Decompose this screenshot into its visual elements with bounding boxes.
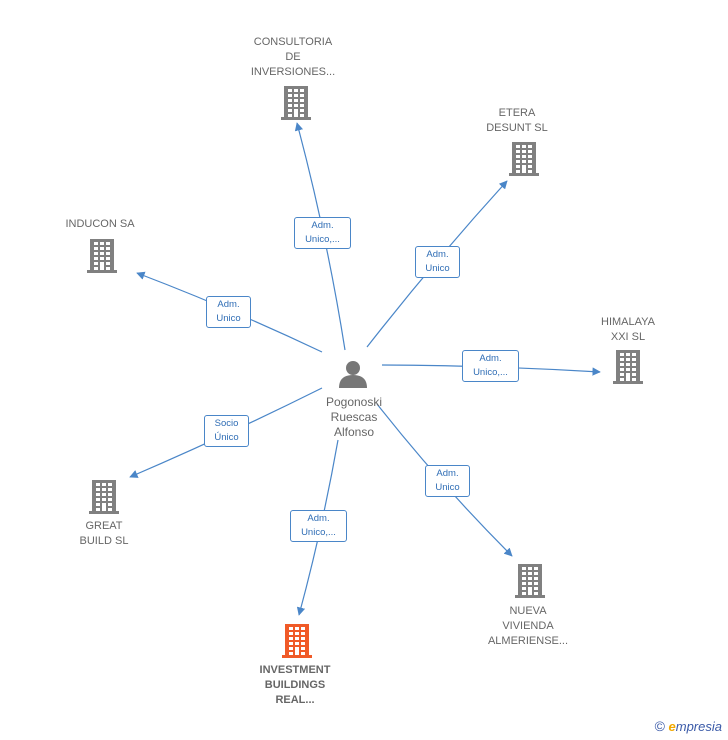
company-name-himalaya[interactable]: HIMALAYA XXI SL bbox=[601, 316, 655, 343]
relation-label-great[interactable]: Socio Único bbox=[204, 415, 249, 447]
relation-label-himalaya[interactable]: Adm. Unico,... bbox=[462, 350, 519, 382]
relation-label-etera[interactable]: Adm. Unico bbox=[415, 246, 460, 278]
person-name[interactable]: Pogonoski Ruescas Alfonso bbox=[325, 395, 383, 439]
company-name-inducon[interactable]: INDUCON SA bbox=[65, 218, 135, 230]
company-name-investment[interactable]: INVESTMENT BUILDINGS REAL... bbox=[259, 664, 331, 706]
relation-label-consultoria[interactable]: Adm. Unico,... bbox=[294, 217, 351, 249]
company-name-consultoria[interactable]: CONSULTORIA DE INVERSIONES... bbox=[250, 36, 336, 78]
building-icon[interactable] bbox=[89, 480, 119, 514]
building-icon[interactable] bbox=[281, 86, 311, 120]
person-icon[interactable] bbox=[339, 361, 367, 388]
building-icon[interactable] bbox=[509, 142, 539, 176]
company-name-etera[interactable]: ETERA DESUNT SL bbox=[486, 107, 548, 134]
building-icon[interactable] bbox=[282, 624, 312, 658]
building-icon[interactable] bbox=[515, 564, 545, 598]
company-name-nueva[interactable]: NUEVA VIVIENDA ALMERIENSE... bbox=[487, 605, 569, 647]
brand-name: mpresia bbox=[675, 719, 722, 734]
relation-label-investment[interactable]: Adm. Unico,... bbox=[290, 510, 347, 542]
relation-label-inducon[interactable]: Adm. Unico bbox=[206, 296, 251, 328]
company-name-great[interactable]: GREAT BUILD SL bbox=[79, 520, 129, 547]
copyright-symbol: © bbox=[654, 718, 665, 734]
footer-brand[interactable]: © empresia bbox=[655, 718, 722, 734]
relation-label-nueva[interactable]: Adm. Unico bbox=[425, 465, 470, 497]
brand-logo-initial: e bbox=[668, 719, 676, 734]
building-icon[interactable] bbox=[613, 350, 643, 384]
building-icon[interactable] bbox=[87, 239, 117, 273]
